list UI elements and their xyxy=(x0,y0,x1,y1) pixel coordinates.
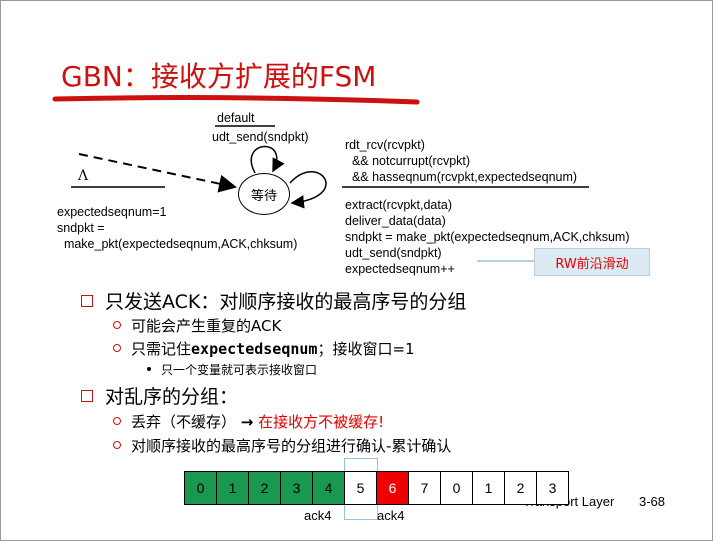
rcv-event-1: rdt_rcv(rcvpkt) xyxy=(345,138,425,152)
fsm-state-wait: 等待 xyxy=(238,173,290,215)
circle-bullet-icon xyxy=(113,441,121,449)
bullet-discard: 丢弃（不缓存） → 在接收方不被缓存! xyxy=(113,411,384,432)
rcv-action-5: expectedseqnum++ xyxy=(345,262,455,276)
square-bullet-icon xyxy=(81,295,93,307)
seq-cell: 3 xyxy=(536,471,569,505)
bullet-remember: 只需记住expectedseqnum；接收窗口=1 xyxy=(113,338,415,359)
rcv-action-2: deliver_data(data) xyxy=(345,214,446,228)
seq-cell: 4 xyxy=(312,471,345,505)
seq-cell: 1 xyxy=(216,471,249,505)
circle-bullet-icon xyxy=(113,321,121,329)
rcv-self-loop xyxy=(289,171,327,209)
seq-cell: 3 xyxy=(280,471,313,505)
seq-cell: 2 xyxy=(504,471,537,505)
ack-label-2: ack4 xyxy=(377,508,405,523)
lambda-symbol: Λ xyxy=(78,168,89,184)
seq-cell: 5 xyxy=(344,471,377,505)
bullet-cumulative: 对顺序接收的最高序号的分组进行确认-累计确认 xyxy=(113,435,451,456)
rcv-event-3: && hasseqnum(rcvpkt,expectedseqnum) xyxy=(345,170,578,184)
rcv-action-4: udt_send(sndpkt) xyxy=(345,246,442,260)
rcv-action-1: extract(rcvpkt,data) xyxy=(345,198,452,212)
init-action-1: expectedseqnum=1 xyxy=(57,205,167,219)
seq-cell: 0 xyxy=(440,471,473,505)
bullet-ack-only: 只发送ACK：对顺序接收的最高序号的分组 xyxy=(81,287,466,314)
seq-cell: 1 xyxy=(472,471,505,505)
title-underline xyxy=(52,95,420,105)
ack-label-1: ack4 xyxy=(304,508,332,523)
default-action: udt_send(sndpkt) xyxy=(212,130,309,144)
bullet-dup-ack: 可能会产生重复的ACK xyxy=(113,315,281,336)
circle-bullet-icon xyxy=(113,417,121,425)
square-bullet-icon xyxy=(81,390,93,402)
default-event: default xyxy=(217,111,255,125)
rw-slide-note: RW前沿滑动 xyxy=(534,248,650,276)
seq-cell: 0 xyxy=(184,471,217,505)
rcv-action-3: sndpkt = make_pkt(expectedseqnum,ACK,chk… xyxy=(345,230,630,244)
circle-bullet-icon xyxy=(113,344,121,352)
dot-bullet-icon xyxy=(147,367,151,371)
seq-cell: 6 xyxy=(376,471,409,505)
seq-cell: 2 xyxy=(248,471,281,505)
seq-cell: 7 xyxy=(408,471,441,505)
slide-title: GBN：接收方扩展的FSM xyxy=(61,60,377,93)
init-action-2: sndpkt = xyxy=(57,221,105,235)
page-number: 3-68 xyxy=(639,494,666,509)
bullet-one-var: 只一个变量就可表示接收窗口 xyxy=(147,361,317,378)
init-action-3: make_pkt(expectedseqnum,ACK,chksum) xyxy=(57,237,298,251)
default-self-loop xyxy=(250,145,285,174)
arrow-right-icon: → xyxy=(240,413,254,431)
rcv-event-2: && notcurrupt(rcvpkt) xyxy=(345,154,471,168)
bullet-out-of-order: 对乱序的分组： xyxy=(81,382,238,409)
initial-transition-arrow xyxy=(78,153,237,193)
